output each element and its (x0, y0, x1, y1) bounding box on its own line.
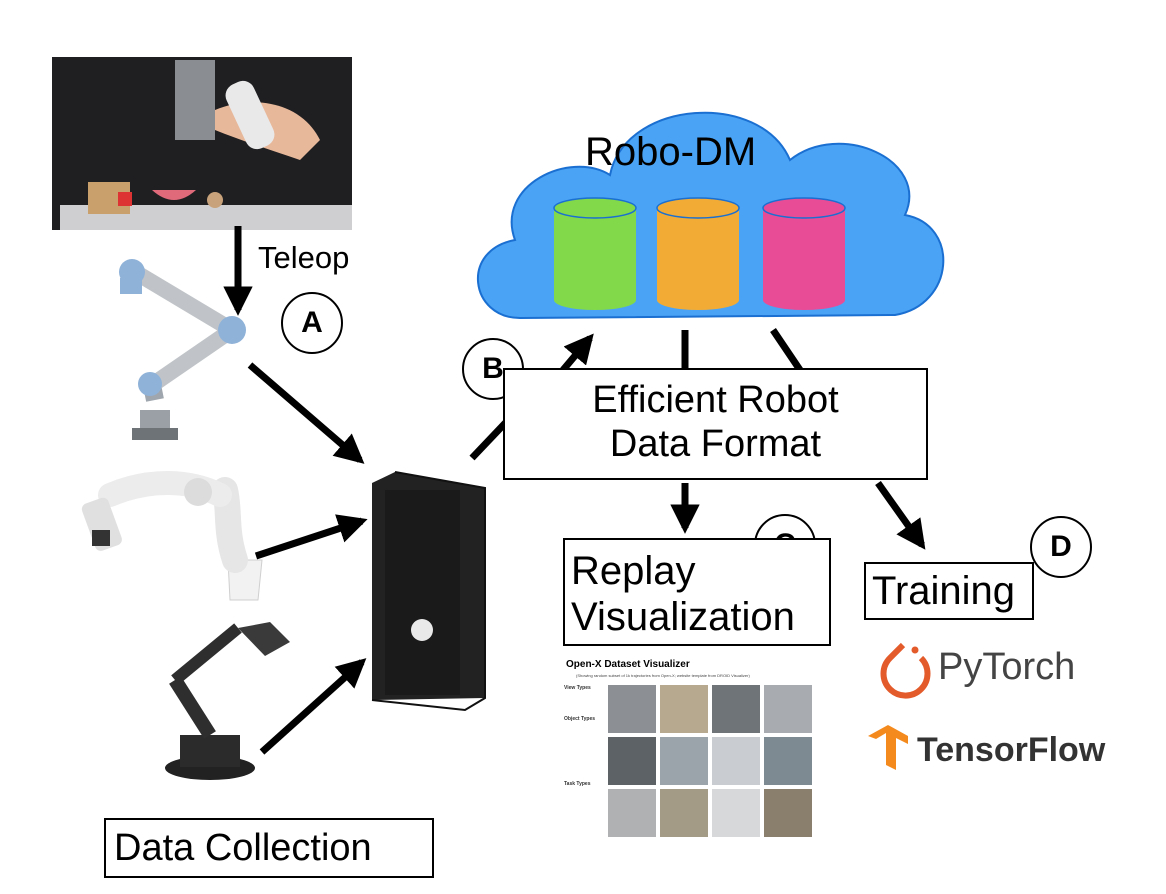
visualizer-thumbnails (608, 685, 816, 837)
tensorflow-logo (868, 725, 908, 770)
franka-to-computer-arrow (254, 514, 368, 560)
format-box: Efficient Robot Data Format (503, 368, 928, 480)
visualizer-title: Open-X Dataset Visualizer (566, 659, 690, 670)
teleop-photo (52, 57, 352, 230)
ur-robot-arm (119, 259, 246, 440)
pytorch-label: PyTorch (938, 646, 1076, 688)
format-to-cloud-arrow (560, 333, 594, 373)
database-cylinders (553, 197, 846, 310)
data-collection-box: Data Collection (104, 818, 434, 878)
thumbnail (764, 685, 812, 733)
marker-d: D (1030, 516, 1092, 578)
ur-to-computer-arrow (247, 362, 365, 464)
visualizer-subtitle: (Showing random subset of 1k trajectorie… (576, 673, 750, 678)
thumbnail (608, 789, 656, 837)
replay-line-1: Replay (571, 549, 696, 593)
format-to-training-arrow (875, 480, 926, 550)
replay-line-2: Visualization (571, 595, 795, 639)
format-line-2: Data Format (609, 423, 822, 465)
pytorch-logo (880, 642, 931, 699)
thumbnail (660, 737, 708, 785)
cloud-to-format-line-right (770, 328, 803, 372)
task-types-heading: Task Types (564, 781, 591, 787)
dark-robot-arm (165, 622, 290, 780)
database-cylinder (762, 197, 846, 310)
database-cylinder (656, 197, 740, 310)
thumbnail (764, 737, 812, 785)
object-types-heading: Object Types (564, 716, 596, 722)
training-box: Training (864, 562, 1034, 620)
dataset-visualizer-screenshot: Open-X Dataset Visualizer (Showing rando… (562, 655, 820, 865)
dell-computer (371, 471, 486, 712)
format-line-1: Efficient Robot (592, 379, 839, 421)
franka-robot-arm (81, 471, 263, 601)
thumbnail (764, 789, 812, 837)
thumbnail (608, 737, 656, 785)
thumbnail (608, 685, 656, 733)
teleop-label: Teleop (258, 240, 350, 275)
database-cylinder (553, 197, 637, 310)
tensorflow-label: TensorFlow (917, 731, 1106, 769)
thumbnail (660, 685, 708, 733)
thumbnail (712, 685, 760, 733)
thumbnail (712, 789, 760, 837)
view-types-heading: View Types (564, 685, 591, 691)
visualizer-sidebar: View Types Object Types Task Types (564, 683, 604, 787)
arm-to-computer-arrow (259, 658, 367, 755)
thumbnail (712, 737, 760, 785)
replay-box: Replay Visualization (563, 538, 831, 646)
cloud-title: Robo-DM (585, 130, 757, 174)
thumbnail (660, 789, 708, 837)
marker-a: A (281, 292, 343, 354)
